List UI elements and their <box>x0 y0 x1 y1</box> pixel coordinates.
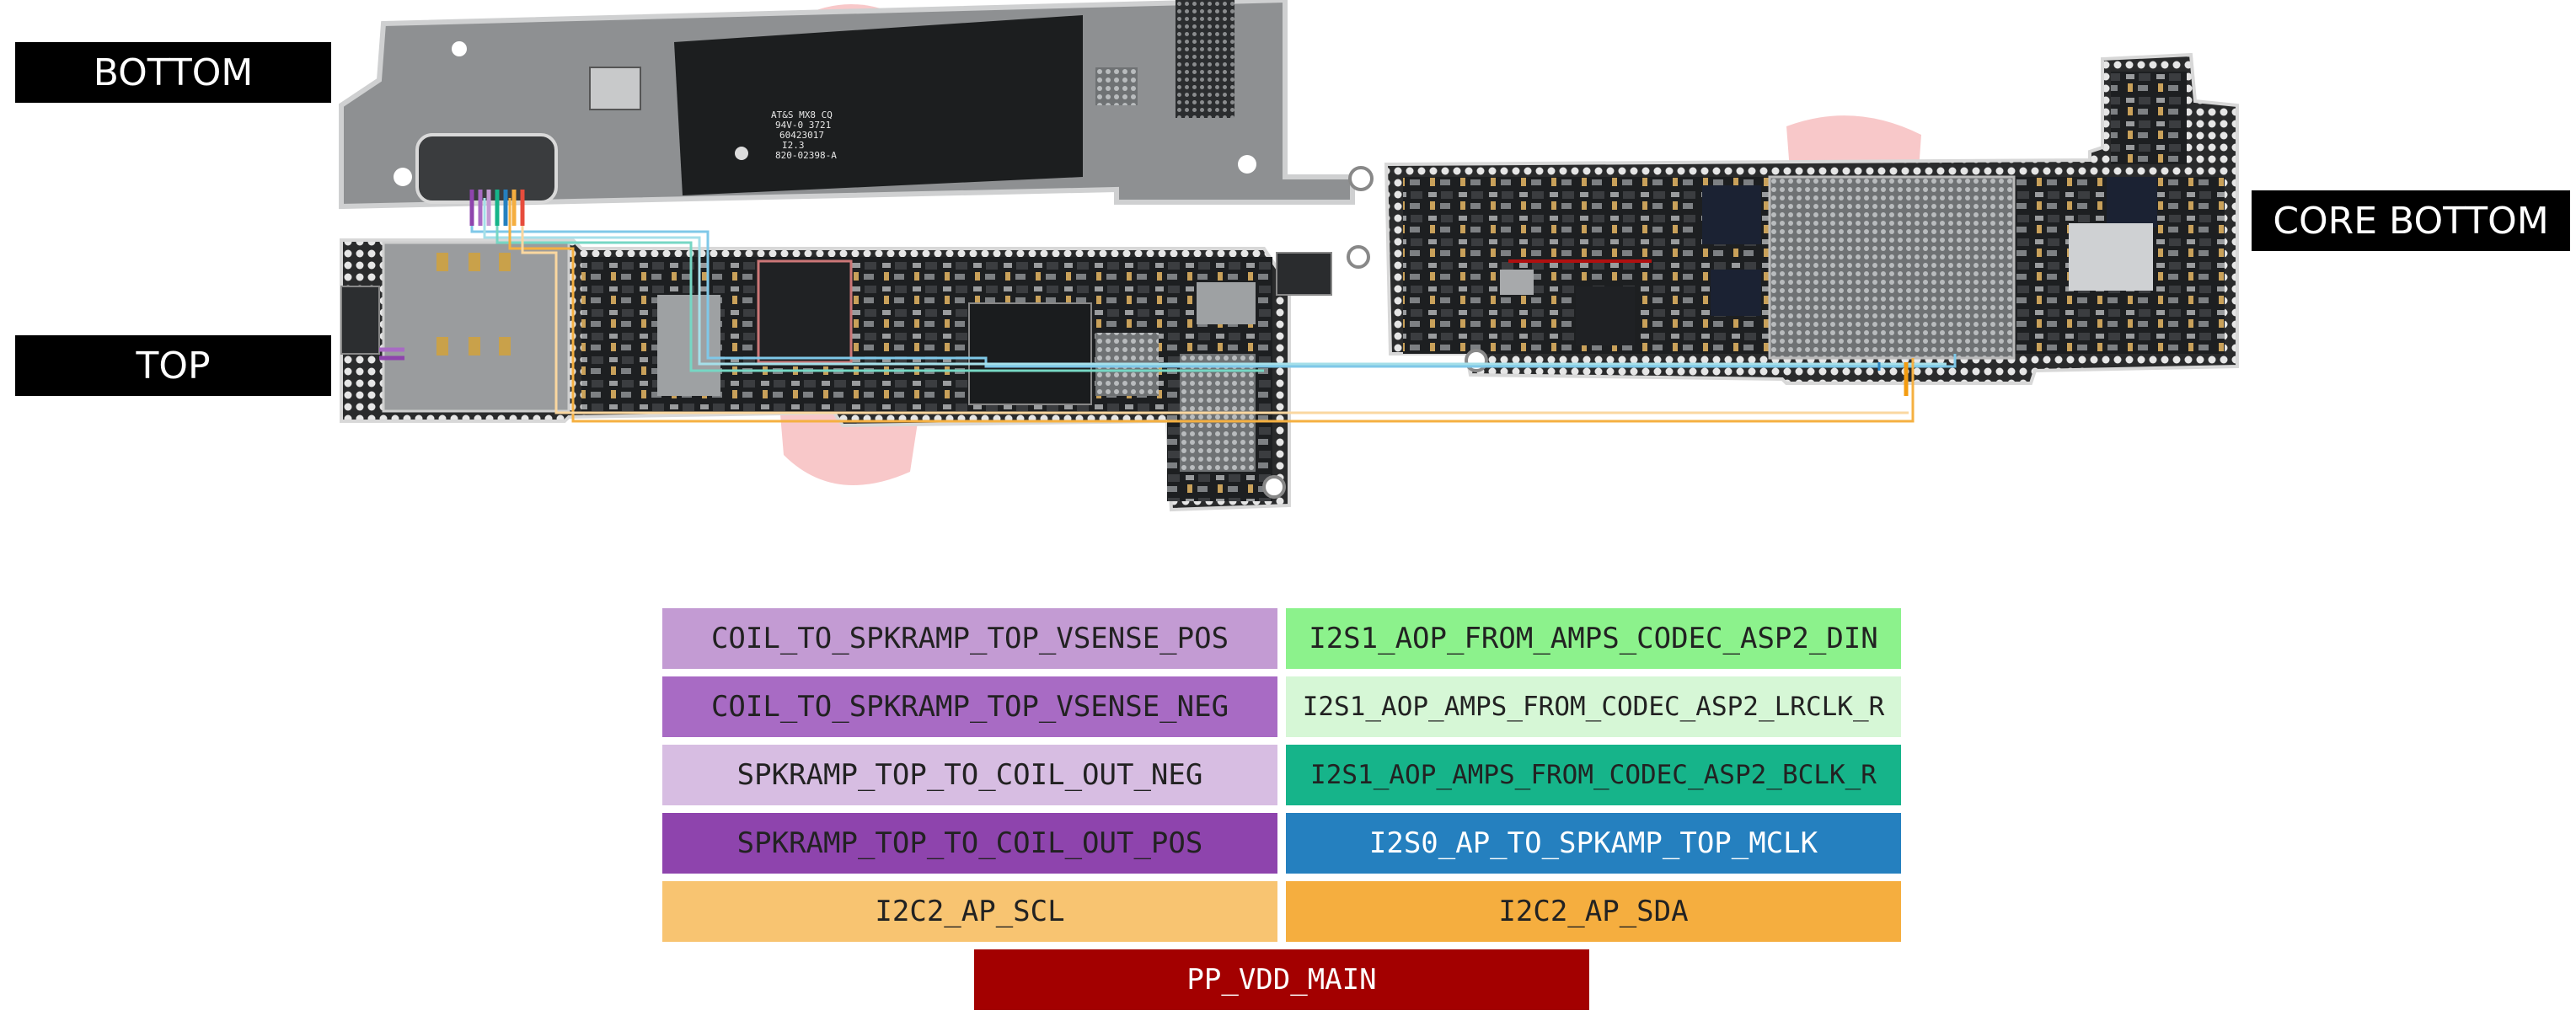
legend-pp-vdd-main: PP_VDD_MAIN <box>974 949 1589 1010</box>
legend-coil-out-pos: SPKRAMP_TOP_TO_COIL_OUT_POS <box>662 813 1277 874</box>
bottom-board: AT&S MX8 CQ 94V-0 3721 60423017 I2.3 820… <box>339 0 1374 210</box>
legend-i2s1-din: I2S1_AOP_FROM_AMPS_CODEC_ASP2_DIN <box>1286 608 1901 669</box>
legend-coil-vsense-neg: COIL_TO_SPKRAMP_TOP_VSENSE_NEG <box>662 676 1277 737</box>
legend-coil-vsense-pos: COIL_TO_SPKRAMP_TOP_VSENSE_POS <box>662 608 1277 669</box>
svg-text:60423017: 60423017 <box>779 130 824 141</box>
svg-text:94V-0 3721: 94V-0 3721 <box>775 120 831 131</box>
bottom-label: BOTTOM <box>15 42 331 103</box>
svg-text:820-02398-A: 820-02398-A <box>775 150 837 161</box>
legend-i2s1-bclk: I2S1_AOP_AMPS_FROM_CODEC_ASP2_BCLK_R <box>1286 745 1901 805</box>
top-board <box>340 238 1370 512</box>
legend-i2s0-mclk: I2S0_AP_TO_SPKAMP_TOP_MCLK <box>1286 813 1901 874</box>
svg-text:I2.3: I2.3 <box>782 140 805 151</box>
legend-i2c2-scl: I2C2_AP_SCL <box>662 881 1277 942</box>
legend-i2c2-sda: I2C2_AP_SDA <box>1286 881 1901 942</box>
logic-board-diagram: AT&S MX8 CQ 94V-0 3721 60423017 I2.3 820… <box>339 0 2239 512</box>
svg-text:AT&S MX8 CQ: AT&S MX8 CQ <box>771 110 833 120</box>
board-marking-text: AT&S MX8 CQ 94V-0 3721 60423017 I2.3 820… <box>771 110 837 161</box>
core-bottom-board <box>1384 52 2239 385</box>
legend-coil-out-neg: SPKRAMP_TOP_TO_COIL_OUT_NEG <box>662 745 1277 805</box>
core-bottom-label: CORE BOTTOM <box>2252 190 2570 251</box>
top-label: TOP <box>15 335 331 396</box>
connector-pin-bundle <box>379 190 525 361</box>
legend-i2s1-lrclk: I2S1_AOP_AMPS_FROM_CODEC_ASP2_LRCLK_R <box>1286 676 1901 737</box>
signal-traces <box>470 198 1957 423</box>
